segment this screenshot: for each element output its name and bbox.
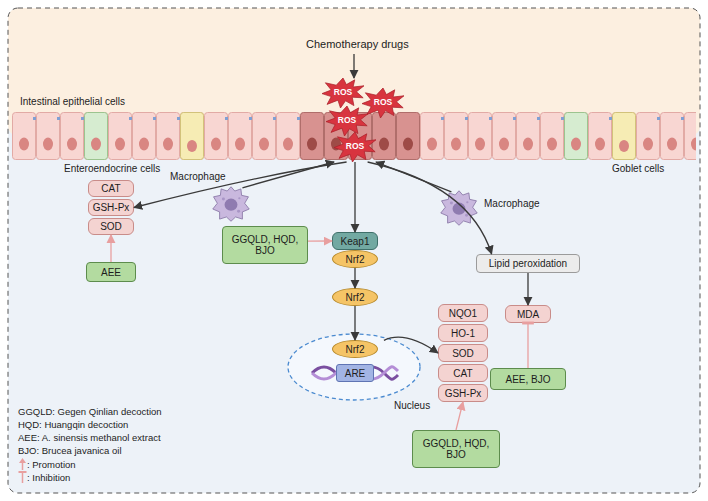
protein-ellipse: Nrf2 bbox=[332, 288, 378, 306]
node-text: CAT bbox=[453, 368, 472, 379]
text-label: HQD: Huangqin decoction bbox=[18, 419, 128, 430]
gene-box: SOD bbox=[438, 344, 488, 362]
text-label: Goblet cells bbox=[612, 163, 664, 174]
node-text: MDA bbox=[517, 309, 539, 320]
node-text: Lipid peroxidation bbox=[489, 258, 567, 269]
ros-burst: ROS bbox=[322, 78, 364, 108]
node-text: Nrf2 bbox=[346, 254, 365, 265]
protein-ellipse: Nrf2 bbox=[332, 250, 378, 268]
text-label: GGQLD: Gegen Qinlian decoction bbox=[18, 406, 162, 417]
text-label: AEE: A. sinensis methanol extract bbox=[18, 432, 161, 443]
marker-box: MDA bbox=[505, 305, 551, 323]
node-text: AEE, BJO bbox=[505, 374, 550, 385]
text-label: Chemotherapy drugs bbox=[306, 38, 409, 50]
node-text: HO-1 bbox=[451, 328, 475, 339]
macrophage-cell: Macrophage bbox=[212, 186, 250, 222]
node-text: Nrf2 bbox=[346, 292, 365, 303]
ros-burst: ROS bbox=[326, 106, 368, 136]
drug-box: GGQLD, HQD, BJO bbox=[412, 430, 500, 468]
goblet-cells bbox=[181, 113, 636, 160]
arrow-connector bbox=[242, 162, 334, 188]
node-text: Nrf2 bbox=[346, 344, 365, 355]
macrophage-cell: Macrophage bbox=[440, 190, 478, 226]
node-text: ROS bbox=[346, 142, 364, 151]
node-text: NQO1 bbox=[449, 308, 477, 319]
node-text: GSH-Px bbox=[93, 202, 130, 213]
legend-symbol bbox=[18, 471, 27, 483]
arrow-connector bbox=[354, 268, 355, 288]
text-label: Intestinal epithelial cells bbox=[20, 96, 125, 107]
arrow-connector bbox=[354, 306, 355, 340]
arrow-connector bbox=[134, 162, 347, 208]
inhibition-connector bbox=[527, 323, 528, 368]
node-text: ROS bbox=[334, 88, 352, 97]
enzyme-box: CAT bbox=[88, 180, 134, 197]
legend-text: : Promotion bbox=[27, 459, 76, 470]
drug-arrow bbox=[353, 54, 354, 78]
lumen-background bbox=[8, 8, 700, 493]
drug-box: AEE, BJO bbox=[490, 368, 566, 390]
protein-box: Keap1 bbox=[332, 232, 378, 250]
node-text: AEE bbox=[101, 267, 121, 278]
node-text: Keap1 bbox=[341, 236, 370, 247]
gene-box: GSH-Px bbox=[438, 384, 488, 402]
node-text: Macrophage bbox=[170, 171, 226, 182]
drug-box: GGQLD, HQD, BJO bbox=[222, 226, 308, 264]
arrow-connector bbox=[376, 162, 451, 192]
enzyme-box: SOD bbox=[88, 218, 134, 235]
frame bbox=[8, 8, 700, 493]
node-text: GGQLD, HQD, BJO bbox=[226, 234, 304, 256]
protein-ellipse: Nrf2 bbox=[332, 340, 378, 358]
nucleus: NucleusNrf2ARE bbox=[286, 332, 422, 402]
text-label: Enteroendocrine cells bbox=[64, 163, 160, 174]
arrow-connector bbox=[110, 235, 111, 262]
node-text: Nucleus bbox=[394, 400, 430, 411]
process-box: Lipid peroxidation bbox=[476, 254, 580, 273]
arrow-connector bbox=[456, 402, 463, 430]
node-text: ROS bbox=[338, 116, 356, 125]
node-text: CAT bbox=[101, 183, 120, 194]
node-text: GGQLD, HQD, BJO bbox=[416, 438, 496, 460]
arrow-connector bbox=[384, 337, 438, 353]
node-text: SOD bbox=[452, 348, 474, 359]
ros-burst: ROS bbox=[334, 132, 376, 162]
arrow-connector bbox=[368, 162, 492, 254]
node-text: SOD bbox=[100, 221, 122, 232]
node-text: GSH-Px bbox=[445, 388, 482, 399]
text-label: BJO: Brucea javanica oil bbox=[18, 445, 122, 456]
legend-text: : Inhibition bbox=[27, 472, 70, 483]
arrow-connector bbox=[308, 240, 332, 241]
drug-box: AEE bbox=[86, 262, 136, 282]
arrow-connector bbox=[527, 273, 528, 305]
node-text: Macrophage bbox=[484, 198, 540, 209]
node-text: ARE bbox=[345, 368, 366, 379]
legend-symbol bbox=[18, 458, 27, 470]
enzyme-box: GSH-Px bbox=[88, 199, 134, 216]
legend-item: : Promotion bbox=[18, 458, 76, 470]
node-text: ROS bbox=[374, 98, 392, 107]
legend-item: : Inhibition bbox=[18, 471, 70, 483]
gene-box: CAT bbox=[438, 364, 488, 382]
dna-element-box: ARE bbox=[336, 364, 374, 382]
gene-box: HO-1 bbox=[438, 324, 488, 342]
macrophage-shape bbox=[440, 190, 478, 226]
gene-box: NQO1 bbox=[438, 304, 488, 322]
macrophage-shape bbox=[212, 186, 250, 222]
arrow-connector bbox=[354, 162, 355, 232]
